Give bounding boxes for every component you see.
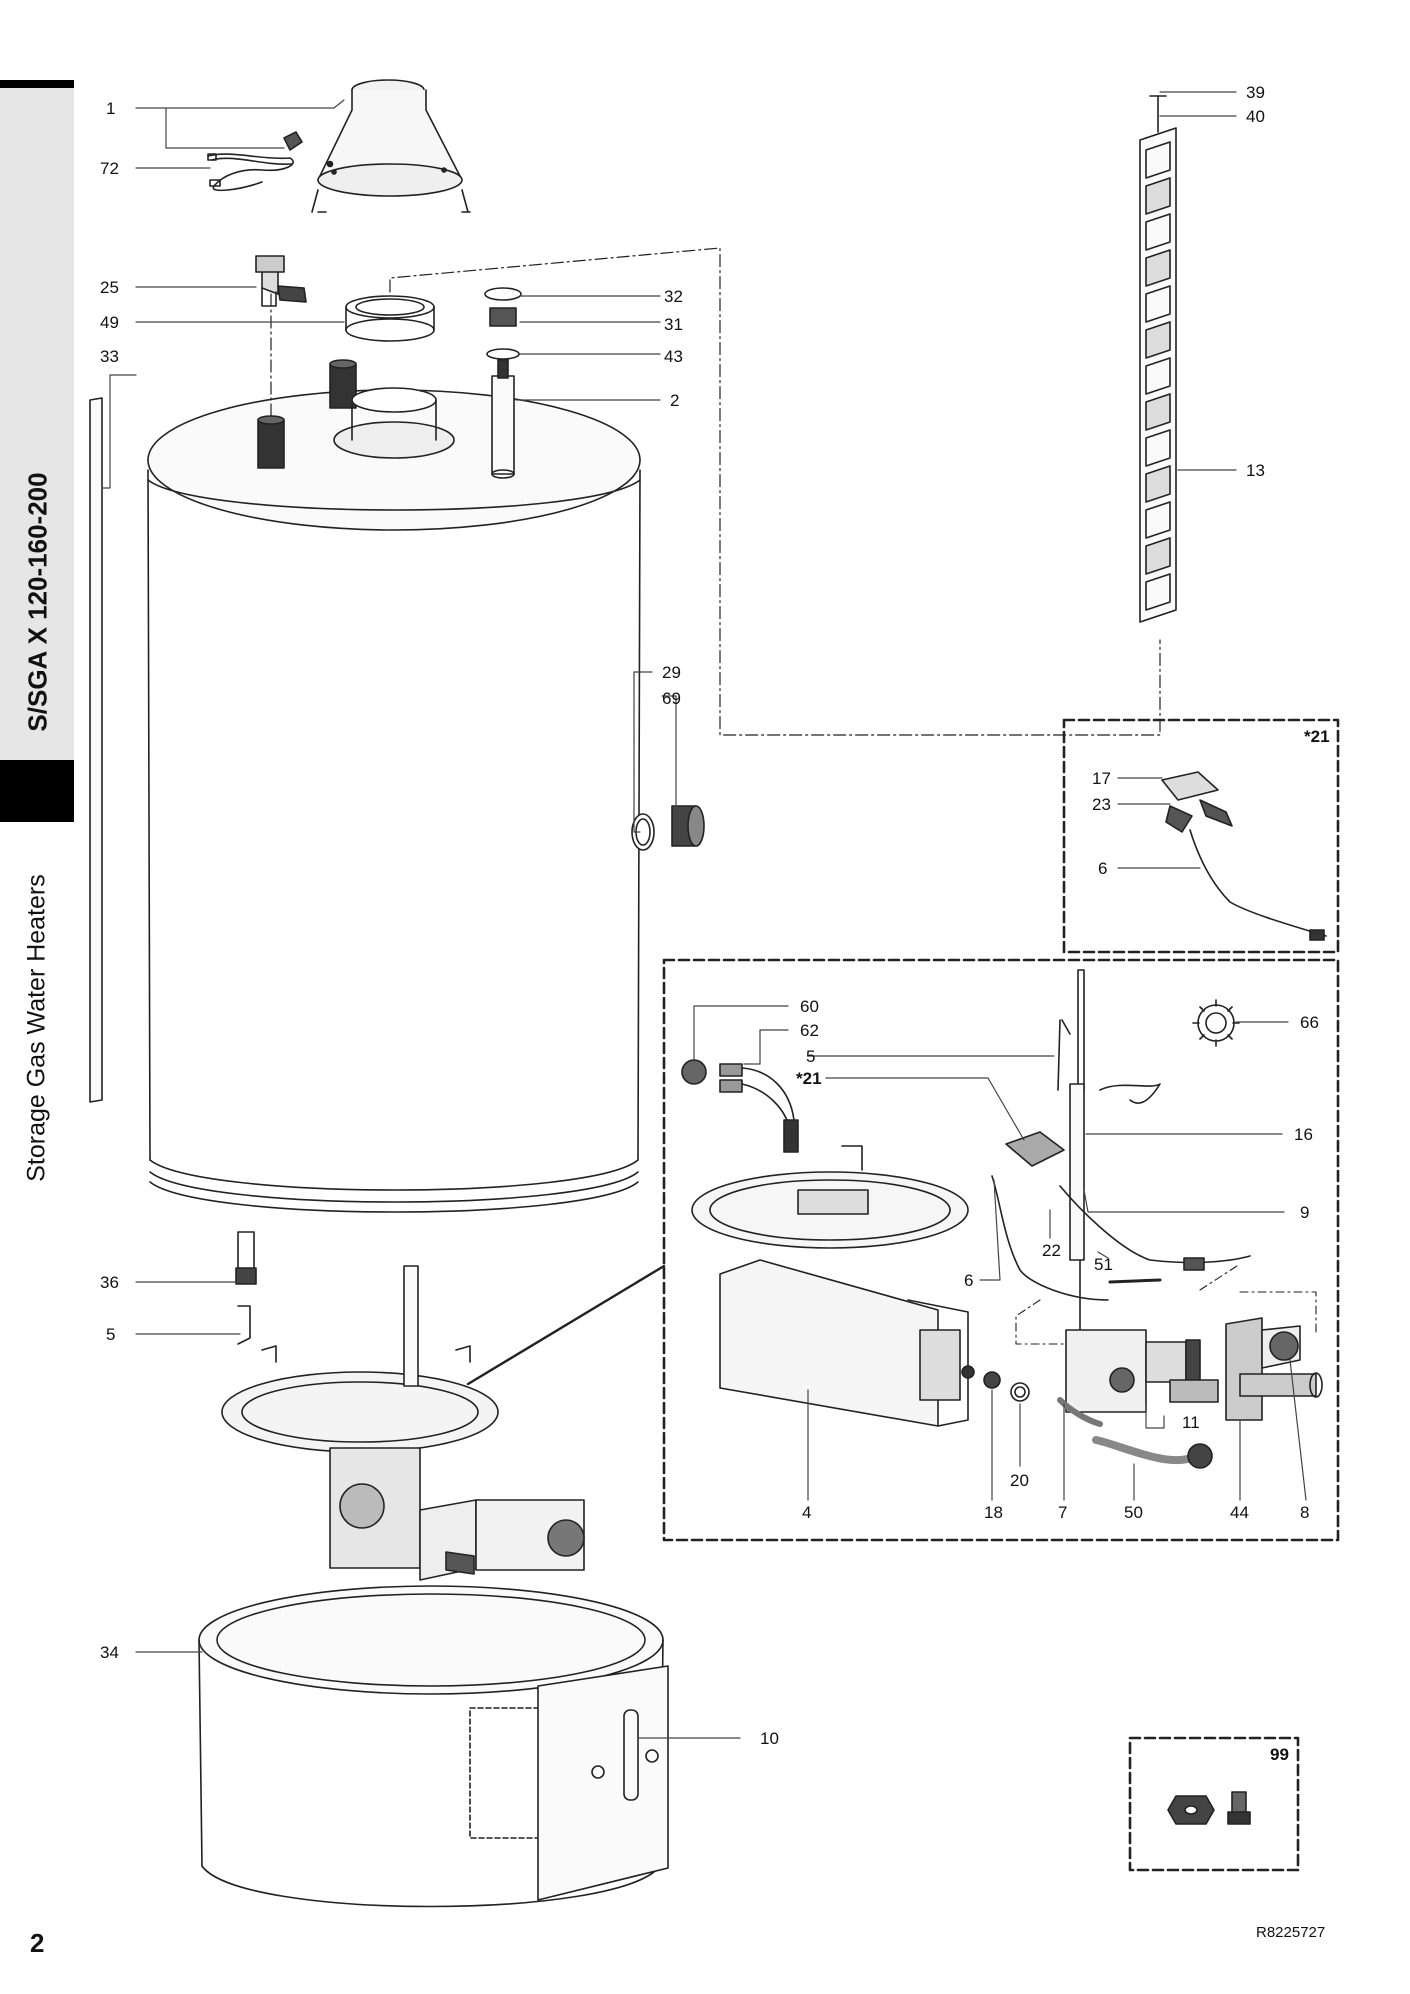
- callout-5-left: 5: [106, 1325, 115, 1344]
- detail-link-line: [466, 1264, 666, 1386]
- callout-51: 51: [1094, 1255, 1113, 1274]
- callout-25: 25: [100, 278, 119, 297]
- access-door-part: [537, 1665, 669, 1901]
- callout-kit-6: 6: [1098, 859, 1107, 878]
- callout-60: 60: [800, 997, 819, 1016]
- side-tab-top-rule: [0, 80, 74, 88]
- control-detail-parts: [681, 969, 1323, 1469]
- callout-62: 62: [800, 1021, 819, 1040]
- tank-body: [147, 359, 641, 1213]
- bottom-drain-part: [235, 1231, 257, 1285]
- callout-6-detail: 6: [964, 1271, 973, 1290]
- callout-20: 20: [1010, 1471, 1029, 1490]
- callout-50: 50: [1124, 1503, 1143, 1522]
- callout-16: 16: [1294, 1125, 1313, 1144]
- callout-32: 32: [664, 287, 683, 306]
- callout-29: 29: [662, 663, 681, 682]
- flue-baffle-part: [1139, 95, 1177, 623]
- callout-33: 33: [100, 347, 119, 366]
- thermal-cable-part: [207, 153, 294, 192]
- callout-labels: 1 72 25 49 33 32 31 43 2 39 40 13 29 69 …: [100, 83, 1330, 1764]
- kit-99-box: [1128, 1736, 1300, 1872]
- callout-2: 2: [670, 391, 679, 410]
- callout-10: 10: [760, 1729, 779, 1748]
- callout-8: 8: [1300, 1503, 1309, 1522]
- gas-control-detail-box: [662, 958, 1340, 1542]
- callout-66: 66: [1300, 1013, 1319, 1032]
- callout-49: 49: [100, 313, 119, 332]
- callout-1: 1: [106, 99, 115, 118]
- side-tab: [0, 80, 74, 760]
- flue-collar-part: [345, 295, 435, 342]
- screw-part: [283, 131, 303, 151]
- callout-5-detail: 5: [806, 1047, 815, 1066]
- callout-69: 69: [662, 689, 681, 708]
- callout-4: 4: [802, 1503, 811, 1522]
- pilot-assembly-kit: [1161, 771, 1327, 941]
- callout-11: 11: [1182, 1413, 1200, 1432]
- callout-22: 22: [1042, 1241, 1061, 1260]
- kit-21-box: [1062, 718, 1340, 954]
- callout-36: 36: [100, 1273, 119, 1292]
- callout-31: 31: [664, 315, 683, 334]
- callout-34: 34: [100, 1643, 119, 1662]
- callout-44: 44: [1230, 1503, 1249, 1522]
- clip-part: [237, 1305, 251, 1345]
- callout-kit-23: 23: [1092, 795, 1111, 814]
- anode-cap-parts: [484, 287, 522, 360]
- page-number: 2: [30, 1928, 45, 1958]
- drain-valve-parts: [631, 805, 705, 851]
- callout-21-detail: *21: [796, 1069, 822, 1088]
- burner-assembly-left: [221, 1265, 585, 1581]
- flue-hood-part: [311, 79, 471, 213]
- document-code: R8225727: [1256, 1924, 1326, 1941]
- callout-7: 7: [1058, 1503, 1067, 1522]
- dip-tube-part: [89, 397, 103, 1103]
- callout-18: 18: [984, 1503, 1003, 1522]
- callout-kit-17: 17: [1092, 769, 1111, 788]
- callout-39: 39: [1246, 83, 1265, 102]
- callout-13: 13: [1246, 461, 1265, 480]
- side-tab-black-marker: [0, 760, 74, 822]
- kit-99-title: 99: [1270, 1745, 1289, 1764]
- callout-43: 43: [664, 347, 683, 366]
- callout-9: 9: [1300, 1203, 1309, 1222]
- elbow-valve-part: [255, 255, 307, 307]
- callout-72: 72: [100, 159, 119, 178]
- kit-21-title: *21: [1304, 727, 1330, 746]
- callout-40: 40: [1246, 107, 1265, 126]
- orifice-kit-parts: [1167, 1791, 1251, 1825]
